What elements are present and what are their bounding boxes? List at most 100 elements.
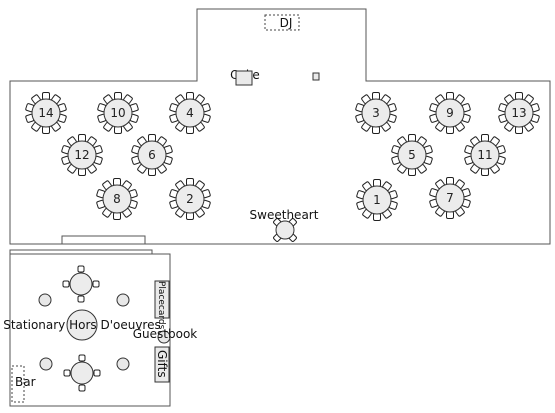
guestbook-label: Guestbook	[133, 327, 198, 341]
dj-label: DJ	[280, 16, 293, 30]
chair	[408, 134, 416, 142]
chair	[42, 92, 50, 100]
chair	[446, 126, 454, 134]
table-top	[70, 361, 94, 385]
sweetheart-label: Sweetheart	[250, 208, 319, 222]
chair	[114, 92, 122, 100]
table-top	[361, 98, 391, 128]
guestbook-stand	[157, 330, 171, 344]
chair	[113, 178, 121, 186]
gifts-label: Gifts	[155, 350, 169, 378]
cocktail-table	[62, 265, 100, 303]
chair	[408, 168, 416, 176]
guest-table-7: 7	[429, 177, 471, 219]
cake-table	[235, 70, 253, 86]
guest-table-5: 5	[391, 134, 433, 176]
table-top	[103, 98, 133, 128]
bar-label: Bar	[15, 375, 36, 389]
highboy-table	[39, 357, 53, 371]
table-top	[362, 185, 392, 215]
chair	[481, 134, 489, 142]
chair	[373, 179, 381, 187]
chair	[114, 126, 122, 134]
chair	[78, 134, 86, 142]
table-top	[102, 184, 132, 214]
table-top	[175, 98, 205, 128]
table-number: 1	[373, 193, 381, 207]
cocktail-tables	[62, 265, 101, 392]
guest-table-1: 1	[356, 179, 398, 221]
chair	[481, 168, 489, 176]
chair	[148, 168, 156, 176]
table-top	[470, 140, 500, 170]
table-number: 10	[110, 106, 125, 120]
chair	[113, 212, 121, 220]
chair	[446, 211, 454, 219]
table-top	[31, 98, 61, 128]
chair	[446, 177, 454, 185]
chair	[77, 265, 85, 273]
highboy-table	[116, 357, 130, 371]
table-top	[435, 183, 465, 213]
table-number: 9	[446, 106, 454, 120]
bar-counter	[11, 365, 25, 403]
chair	[148, 134, 156, 142]
table-top	[504, 98, 534, 128]
speaker	[312, 72, 320, 81]
table-top	[435, 98, 465, 128]
table-number: 5	[408, 148, 416, 162]
chair	[77, 295, 85, 303]
table-number: 13	[511, 106, 526, 120]
chair	[42, 126, 50, 134]
table-number: 8	[113, 192, 121, 206]
chair	[446, 92, 454, 100]
table-number: 3	[372, 106, 380, 120]
chair	[92, 280, 100, 288]
guest-table-2: 2	[169, 178, 211, 220]
highboy-table	[38, 293, 52, 307]
guest-table-14: 14	[25, 92, 67, 134]
cocktail-room	[9, 253, 171, 407]
guest-table-9: 9	[429, 92, 471, 134]
chair	[186, 178, 194, 186]
stationary-label: Stationary Hors D'oeuvres	[3, 318, 161, 332]
chair	[186, 126, 194, 134]
guest-table-11: 11	[464, 134, 506, 176]
gifts-table	[154, 346, 170, 383]
table-number: 7	[446, 191, 454, 205]
cocktail-room-wall	[9, 249, 153, 255]
table-top	[175, 184, 205, 214]
placecards-table	[154, 280, 170, 319]
chair	[186, 92, 194, 100]
highboy-table	[116, 293, 130, 307]
cocktail-table	[63, 354, 101, 392]
main-hall-wall	[9, 8, 551, 245]
table-number: 12	[74, 148, 89, 162]
chair	[186, 212, 194, 220]
chair	[372, 92, 380, 100]
table-number: 4	[186, 106, 194, 120]
guest-table-10: 10	[97, 92, 139, 134]
table-top	[69, 272, 93, 296]
guest-table-13: 13	[498, 92, 540, 134]
chair	[63, 369, 71, 377]
chair	[78, 384, 86, 392]
placecards-label: Placecards	[156, 281, 166, 330]
chair	[372, 126, 380, 134]
guest-table-3: 3	[355, 92, 397, 134]
chair	[78, 354, 86, 362]
chair	[62, 280, 70, 288]
sweetheart-table	[273, 218, 297, 242]
table-number: 6	[148, 148, 156, 162]
guest-table-8: 8	[96, 178, 138, 220]
guest-table-4: 4	[169, 92, 211, 134]
dj-booth	[264, 14, 300, 31]
guest-table-12: 12	[61, 134, 103, 176]
chair	[78, 168, 86, 176]
table-number: 14	[38, 106, 53, 120]
table-number: 2	[186, 192, 194, 206]
guest-table-6: 6	[131, 134, 173, 176]
chair	[515, 126, 523, 134]
